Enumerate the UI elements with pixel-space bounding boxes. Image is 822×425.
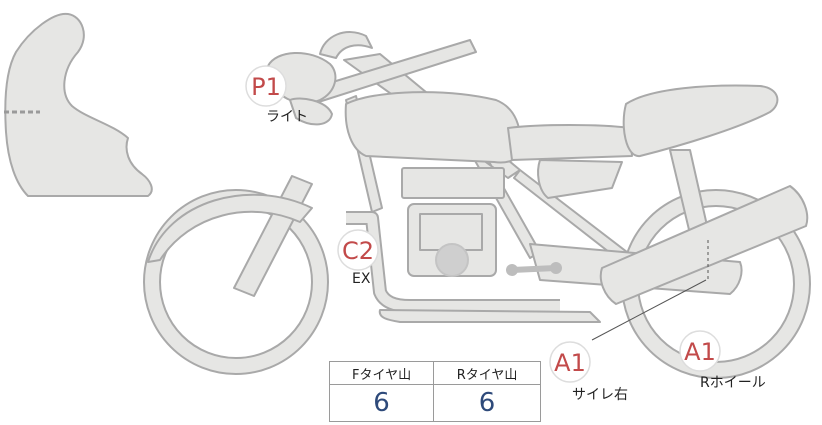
exhaust-pipe-outline [346,213,560,311]
svg-text:C2: C2 [342,237,374,265]
svg-text:A1: A1 [554,349,586,377]
engine-cover [435,243,469,277]
brake-rod [511,265,557,273]
marker-a1-wheel-label: Rホイール [700,375,766,391]
front-tire-tread-header: Fタイヤ山 [328,361,435,385]
side-cover [537,159,623,199]
rear-tire-tread-header: Rタイヤ山 [433,361,541,385]
muffler [599,185,809,305]
marker-c2-label: EX [352,271,371,287]
marker-c2: C2 [337,229,379,271]
foot-peg-right [550,262,562,274]
marker-a1-side-label: サイレ右 [572,387,628,403]
engine [401,167,505,277]
marker-p1: P1 [245,65,287,107]
foot-peg-left [506,264,518,276]
fuel-tank [344,91,522,164]
svg-text:P1: P1 [251,73,281,101]
exhaust-pipe-2 [378,309,601,323]
marker-p1-label: ライト [266,109,308,125]
headlight-lower [289,97,333,126]
front-fender [147,193,313,263]
rear-seat [622,84,779,157]
rear-tire-tread-value: 6 [433,384,541,422]
leader-line-diagonal [591,279,707,341]
seat [507,124,633,161]
tire-tread-table: Fタイヤ山 Rタイヤ山 6 6 [328,361,541,422]
marker-a1-wheel: A1 [679,330,721,372]
front-cowl [4,12,153,197]
front-tire-tread-value: 6 [328,384,435,422]
handlebar [319,31,373,59]
marker-a1-side: A1 [549,341,591,383]
svg-text:A1: A1 [684,338,716,366]
